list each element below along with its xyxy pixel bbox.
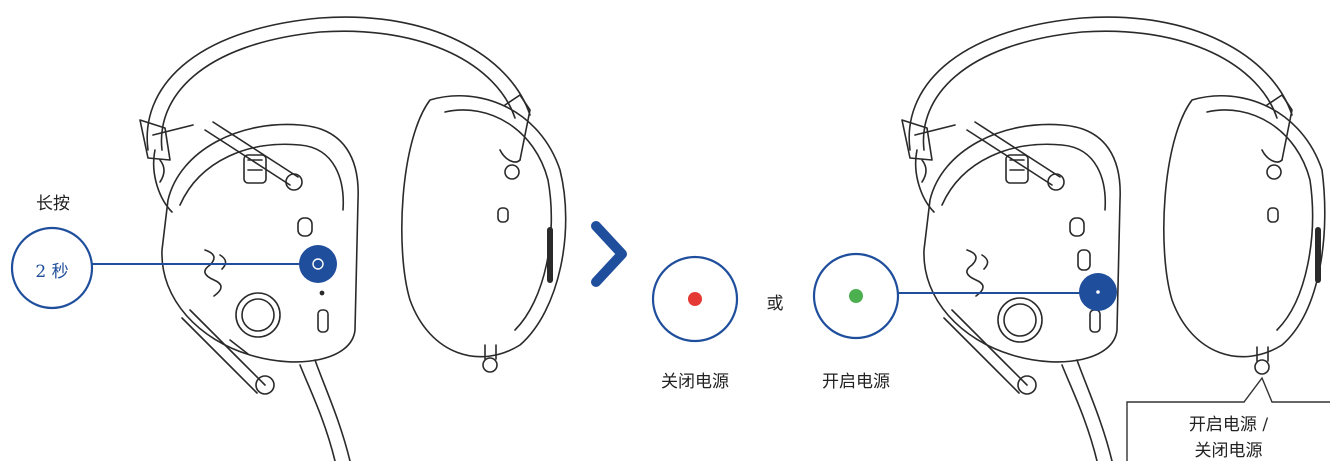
indicator-note: 开启电源 / 关闭电源 (1127, 402, 1330, 461)
duration-circle (10, 226, 94, 310)
headset-left-illustration (139, 16, 567, 461)
headset-right-illustration (901, 16, 1326, 461)
long-press-label: 长按 (36, 194, 70, 214)
power-button-highlight-left[interactable] (299, 245, 337, 283)
red-led-dot (688, 292, 702, 306)
indicator-callout-box (1126, 376, 1330, 461)
green-led-dot (849, 289, 863, 303)
led-dot-icon (1096, 290, 1100, 294)
indicator-note-line2: 关闭电源 (1194, 441, 1263, 461)
duration-label: 2 秒 (35, 262, 69, 282)
or-label: 或 (766, 294, 784, 314)
power-icon (312, 258, 324, 270)
chevron-right-icon (591, 221, 627, 287)
indicator-note-line1: 开启电源 / (1188, 415, 1269, 435)
power-off-label: 关闭电源 (661, 372, 729, 392)
power-on-label: 开启电源 (822, 372, 890, 392)
